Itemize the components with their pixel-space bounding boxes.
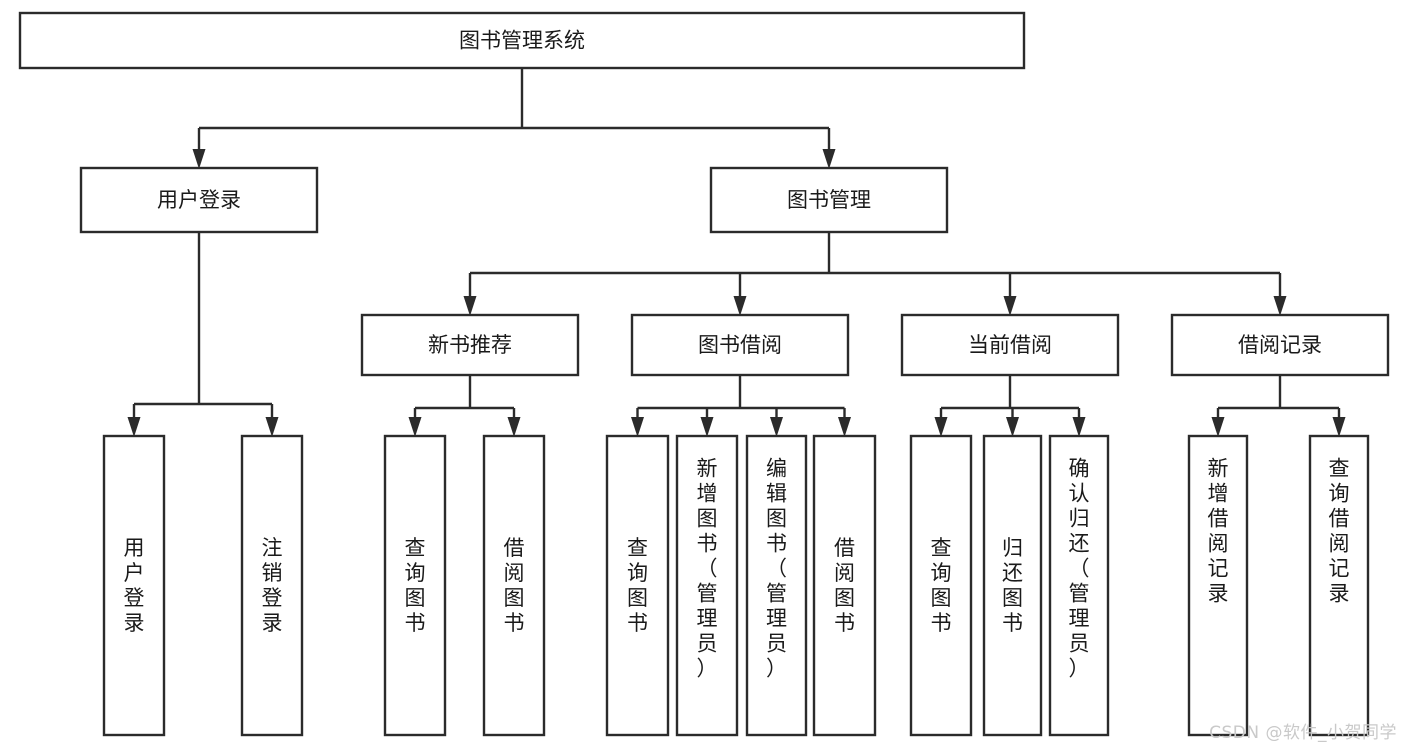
arrow-head-icon bbox=[700, 417, 714, 437]
node-label-vertical: 查询图书 bbox=[405, 536, 426, 635]
node-label-vertical: 查询借阅记录 bbox=[1329, 457, 1350, 606]
node-leaf-leaf-borrow-book-rec[interactable]: 借阅图书 bbox=[482, 434, 546, 737]
connector-group bbox=[192, 68, 836, 169]
arrow-head-icon bbox=[770, 417, 783, 437]
node-box[interactable] bbox=[745, 434, 808, 737]
node-label-vertical: 新增图书（管理员） bbox=[697, 457, 718, 681]
node-root-图书管理系统[interactable]: 图书管理系统 bbox=[18, 11, 1026, 70]
node-l2-book-manage[interactable]: 图书管理 bbox=[709, 166, 949, 234]
connector-group bbox=[408, 375, 521, 437]
connector-group bbox=[1211, 375, 1346, 437]
connector-group bbox=[463, 232, 1287, 316]
arrow-head-icon bbox=[1332, 417, 1346, 437]
arrow-head-icon bbox=[733, 296, 747, 316]
node-box[interactable] bbox=[982, 434, 1043, 737]
node-leaf-leaf-user-login[interactable]: 用户登录 bbox=[102, 434, 166, 737]
node-box[interactable] bbox=[812, 434, 877, 737]
node-box[interactable] bbox=[383, 434, 447, 737]
node-label-vertical: 借阅图书 bbox=[834, 536, 855, 635]
node-leaf-leaf-edit-book-admin[interactable]: 编辑图书（管理员） bbox=[745, 434, 808, 737]
node-l2-user-login[interactable]: 用户登录 bbox=[79, 166, 319, 234]
node-leaf-leaf-query-book-rec[interactable]: 查询图书 bbox=[383, 434, 447, 737]
node-label: 用户登录 bbox=[157, 188, 241, 212]
node-l3-book-borrow[interactable]: 图书借阅 bbox=[630, 313, 850, 377]
node-label: 图书管理系统 bbox=[459, 29, 585, 53]
arrow-head-icon bbox=[1273, 296, 1287, 316]
node-leaf-leaf-add-record[interactable]: 新增借阅记录 bbox=[1187, 434, 1249, 737]
arrow-head-icon bbox=[934, 417, 948, 437]
node-box[interactable] bbox=[900, 313, 1120, 377]
node-label-vertical: 归还图书 bbox=[1002, 536, 1023, 635]
arrow-head-icon bbox=[631, 417, 644, 437]
node-box[interactable] bbox=[79, 166, 319, 234]
connector-group bbox=[631, 375, 851, 437]
node-label-vertical: 用户登录 bbox=[124, 536, 145, 635]
arrow-head-icon bbox=[408, 417, 422, 437]
node-label-vertical: 确认归还（管理员） bbox=[1069, 457, 1090, 681]
node-box[interactable] bbox=[360, 313, 580, 377]
node-layer: 图书管理系统用户登录图书管理新书推荐图书借阅当前借阅借阅记录用户登录注销登录查询… bbox=[18, 11, 1390, 737]
node-box[interactable] bbox=[102, 434, 166, 737]
node-box[interactable] bbox=[18, 11, 1026, 70]
connector-layer bbox=[127, 68, 1346, 437]
node-label: 当前借阅 bbox=[968, 333, 1052, 357]
node-box[interactable] bbox=[1170, 313, 1390, 377]
node-l3-new-book-recommend[interactable]: 新书推荐 bbox=[360, 313, 580, 377]
node-label: 图书借阅 bbox=[698, 333, 782, 357]
node-l3-borrow-record[interactable]: 借阅记录 bbox=[1170, 313, 1390, 377]
node-label-vertical: 新增借阅记录 bbox=[1208, 457, 1229, 606]
node-box[interactable] bbox=[1308, 434, 1370, 737]
node-label-vertical: 注销登录 bbox=[262, 536, 283, 635]
arrow-head-icon bbox=[127, 417, 141, 437]
node-box[interactable] bbox=[605, 434, 670, 737]
node-label: 借阅记录 bbox=[1238, 333, 1322, 357]
node-box[interactable] bbox=[1048, 434, 1110, 737]
node-label-vertical: 查询图书 bbox=[627, 536, 648, 635]
arrow-head-icon bbox=[1211, 417, 1225, 437]
node-leaf-leaf-confirm-return-admin[interactable]: 确认归还（管理员） bbox=[1048, 434, 1110, 737]
node-leaf-leaf-return-book[interactable]: 归还图书 bbox=[982, 434, 1043, 737]
node-label-vertical: 编辑图书（管理员） bbox=[766, 457, 787, 681]
connector-group bbox=[934, 375, 1086, 437]
node-label-vertical: 借阅图书 bbox=[504, 536, 525, 635]
node-leaf-leaf-add-book-admin[interactable]: 新增图书（管理员） bbox=[675, 434, 739, 737]
connector-group bbox=[127, 232, 279, 437]
arrow-head-icon bbox=[1072, 417, 1086, 437]
node-box[interactable] bbox=[482, 434, 546, 737]
node-leaf-leaf-query-book-cur[interactable]: 查询图书 bbox=[909, 434, 973, 737]
arrow-head-icon bbox=[463, 296, 477, 316]
node-box[interactable] bbox=[240, 434, 304, 737]
arrow-head-icon bbox=[265, 417, 279, 437]
node-leaf-leaf-query-book-borrow[interactable]: 查询图书 bbox=[605, 434, 670, 737]
arrow-head-icon bbox=[1006, 417, 1019, 437]
arrow-head-icon bbox=[192, 149, 206, 169]
arrow-head-icon bbox=[822, 149, 836, 169]
node-box[interactable] bbox=[675, 434, 739, 737]
node-box[interactable] bbox=[909, 434, 973, 737]
node-leaf-leaf-user-logout[interactable]: 注销登录 bbox=[240, 434, 304, 737]
node-leaf-leaf-query-record[interactable]: 查询借阅记录 bbox=[1308, 434, 1370, 737]
arrow-head-icon bbox=[1003, 296, 1017, 316]
node-label: 图书管理 bbox=[787, 188, 871, 212]
node-box[interactable] bbox=[1187, 434, 1249, 737]
arrow-head-icon bbox=[507, 417, 521, 437]
node-box[interactable] bbox=[709, 166, 949, 234]
node-label-vertical: 查询图书 bbox=[931, 536, 952, 635]
node-leaf-leaf-borrow-book[interactable]: 借阅图书 bbox=[812, 434, 877, 737]
node-label: 新书推荐 bbox=[428, 333, 512, 357]
node-l3-current-borrow[interactable]: 当前借阅 bbox=[900, 313, 1120, 377]
arrow-head-icon bbox=[838, 417, 851, 437]
node-box[interactable] bbox=[630, 313, 850, 377]
